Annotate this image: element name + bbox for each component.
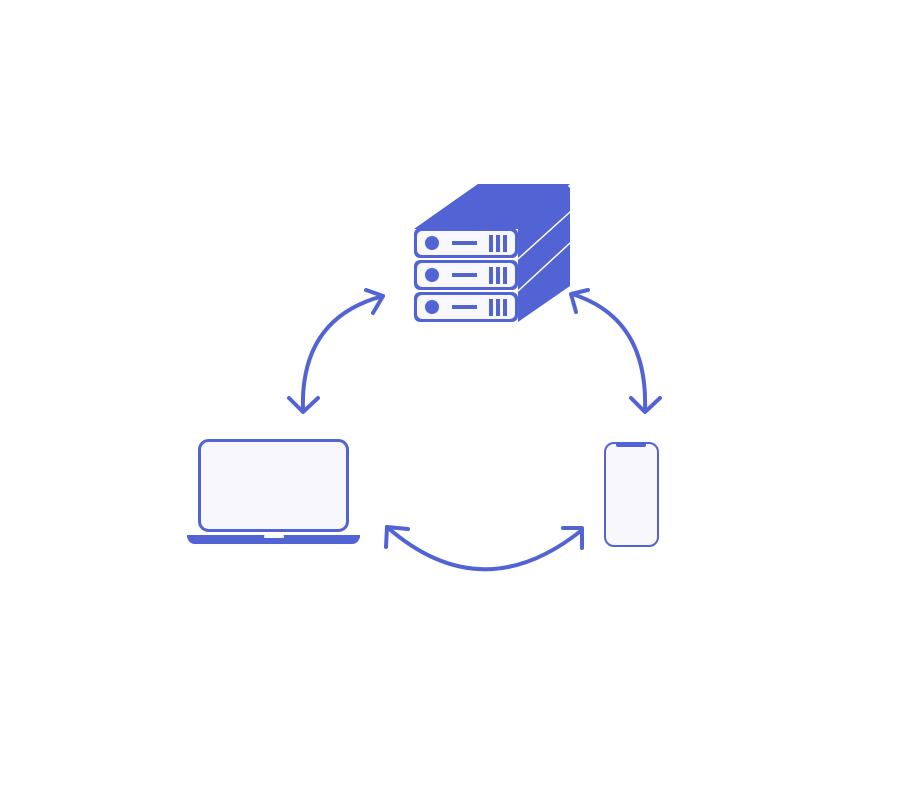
server-unit (414, 292, 518, 322)
server-stack-icon (414, 184, 571, 322)
laptop-icon (187, 439, 360, 544)
arrow-server-laptop (287, 288, 385, 414)
server-unit (414, 228, 518, 258)
smartphone-icon (604, 442, 659, 547)
arrow-laptop-phone (384, 525, 584, 572)
arrow-server-phone (569, 288, 662, 414)
server-unit (414, 260, 518, 290)
